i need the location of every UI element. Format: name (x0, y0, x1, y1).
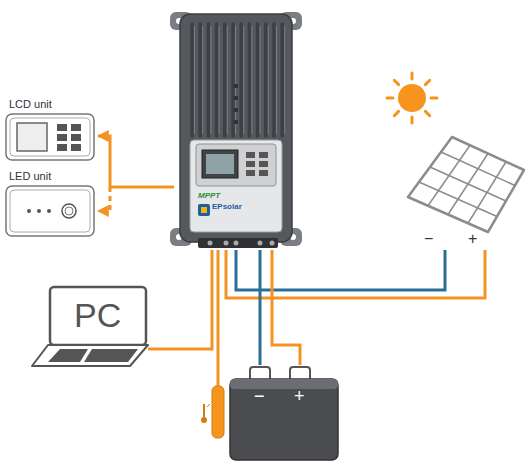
solar-panel-outline (400, 132, 528, 250)
polarity-sign: + (468, 230, 477, 248)
sun-ray (411, 73, 414, 79)
sun-icon (387, 73, 437, 123)
battery-outline (228, 365, 340, 462)
sun-ray (411, 117, 414, 123)
temperature-sensor (201, 250, 224, 438)
battery: −+ (228, 365, 340, 462)
sun-ray (394, 111, 398, 115)
wire-connector (272, 250, 300, 365)
wire-connector (226, 250, 485, 298)
lcd-unit: LCD unit (5, 98, 97, 162)
wire-connector (98, 136, 174, 187)
wire-connector (259, 250, 262, 365)
polarity-sign: − (254, 387, 265, 407)
charge-controller-outline (170, 8, 302, 250)
wire-connector (148, 250, 212, 349)
wire-connector (236, 250, 445, 290)
charge-controller: MPPT (170, 8, 302, 250)
unit-heading: LCD unit (9, 98, 52, 110)
polarity-sign: + (294, 387, 305, 407)
brand-logo: EPsolar (212, 203, 242, 212)
sun-ray (431, 97, 437, 100)
device-label: PC (74, 297, 121, 334)
sun-ray (425, 80, 429, 84)
pc-laptop: PC (30, 285, 150, 369)
model-mark: MPPT (198, 192, 220, 201)
led-unit: LED unit (5, 170, 97, 238)
wire-connector (98, 187, 110, 211)
sun-ray (425, 111, 429, 115)
sun-ray (387, 97, 393, 100)
polarity-sign: − (424, 230, 433, 248)
solar-panel: −+ (400, 132, 528, 250)
unit-heading: LED unit (9, 170, 51, 182)
sun-ray (394, 80, 398, 84)
